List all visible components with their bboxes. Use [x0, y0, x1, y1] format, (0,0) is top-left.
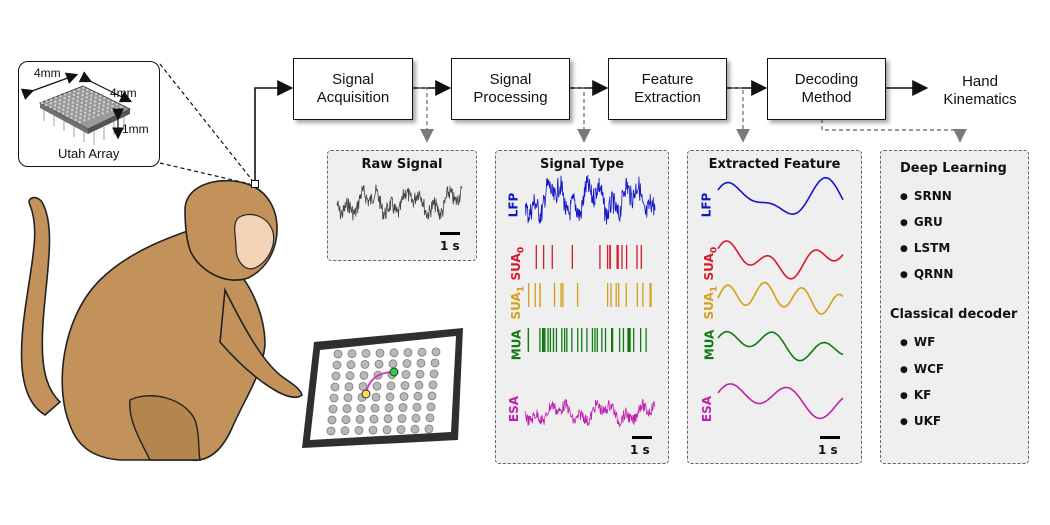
start-target — [361, 389, 371, 399]
head-to-acquisition-arrow — [254, 80, 294, 183]
goal-target — [389, 367, 399, 377]
list-item: WF — [900, 335, 935, 349]
classical-decoder-title: Classical decoder — [890, 307, 1018, 322]
list-item: LSTM — [900, 241, 950, 255]
electrode-implant-dot — [251, 180, 259, 188]
signal-type-traces — [524, 174, 656, 428]
monkey-leg — [129, 395, 201, 461]
trace-label: SUA1 — [702, 285, 720, 320]
feature-scale-bar — [820, 436, 840, 439]
list-item: UKF — [900, 414, 941, 428]
deep-learning-title: Deep Learning — [900, 161, 1007, 176]
feature-trace — [717, 383, 844, 420]
trace-label: ESA — [507, 395, 522, 423]
list-item: QRNN — [900, 267, 954, 281]
list-item: WCF — [900, 362, 944, 376]
feature-trace — [717, 281, 844, 315]
feature-trace — [717, 240, 844, 280]
trace-label: SUA1 — [509, 285, 527, 320]
spike-raster — [527, 328, 647, 352]
raw-signal-title: Raw Signal — [361, 157, 443, 172]
extracted-feature-title: Extracted Feature — [708, 157, 841, 172]
utah-array-label: Utah Array — [58, 146, 120, 161]
proc-drop-dashed — [574, 87, 591, 143]
trace-label: LFP — [506, 192, 521, 218]
lfp-trace — [524, 174, 656, 225]
raw-scale-label: 1 s — [440, 239, 460, 253]
list-item: SRNN — [900, 189, 952, 203]
signal-type-title: Signal Type — [539, 157, 625, 172]
stage-signal-acquisition: Signal Acquisition — [293, 58, 413, 120]
feature-trace — [717, 330, 844, 362]
signal-scale-bar — [632, 436, 652, 439]
spike-raster — [535, 245, 642, 269]
feature-trace — [717, 176, 844, 215]
dim-depth-label: 4mm — [110, 86, 137, 100]
stage-signal-processing: Signal Processing — [451, 58, 570, 120]
trace-label: ESA — [700, 395, 715, 423]
feature-scale-label: 1 s — [818, 443, 838, 457]
extracted-feature-panel: Extracted Feature — [687, 150, 862, 464]
trace-label: SUA0 — [509, 246, 527, 281]
raw-scale-bar — [440, 232, 460, 235]
feat-drop-dashed — [731, 87, 750, 143]
spike-raster — [527, 283, 652, 307]
monkey-tail — [20, 196, 62, 416]
utah-array-graphic — [20, 71, 133, 145]
trace-label: SUA0 — [702, 246, 720, 281]
monkey-illustration — [20, 179, 303, 462]
monkey-arm — [219, 287, 303, 399]
list-item: GRU — [900, 215, 943, 229]
acq-drop-dashed — [418, 87, 434, 143]
stage-feature-extraction: Feature Extraction — [608, 58, 727, 120]
feature-traces — [717, 176, 844, 420]
dim-height-label: 1mm — [122, 122, 149, 136]
raw-signal-trace — [336, 184, 463, 221]
signal-scale-label: 1 s — [630, 443, 650, 457]
raw-signal-panel: Raw Signal — [327, 150, 477, 261]
raw-noise-line — [336, 184, 463, 221]
zoom-line-top — [159, 63, 253, 181]
monkey-face — [234, 213, 275, 270]
trace-label: MUA — [702, 329, 717, 361]
tablet-screen — [302, 328, 463, 448]
esa-trace — [524, 398, 656, 428]
list-item: KF — [900, 388, 932, 402]
stage-decoding-method: Decoding Method — [767, 58, 886, 120]
trace-label: LFP — [699, 192, 714, 218]
dim-width-label: 4mm — [34, 66, 61, 80]
output-hand-kinematics: Hand Kinematics — [943, 73, 1017, 108]
dim-depth-arrow — [78, 71, 133, 103]
decode-drop-dashed — [821, 119, 967, 143]
dim-width-arrow — [20, 72, 79, 100]
trace-label: MUA — [509, 329, 524, 361]
